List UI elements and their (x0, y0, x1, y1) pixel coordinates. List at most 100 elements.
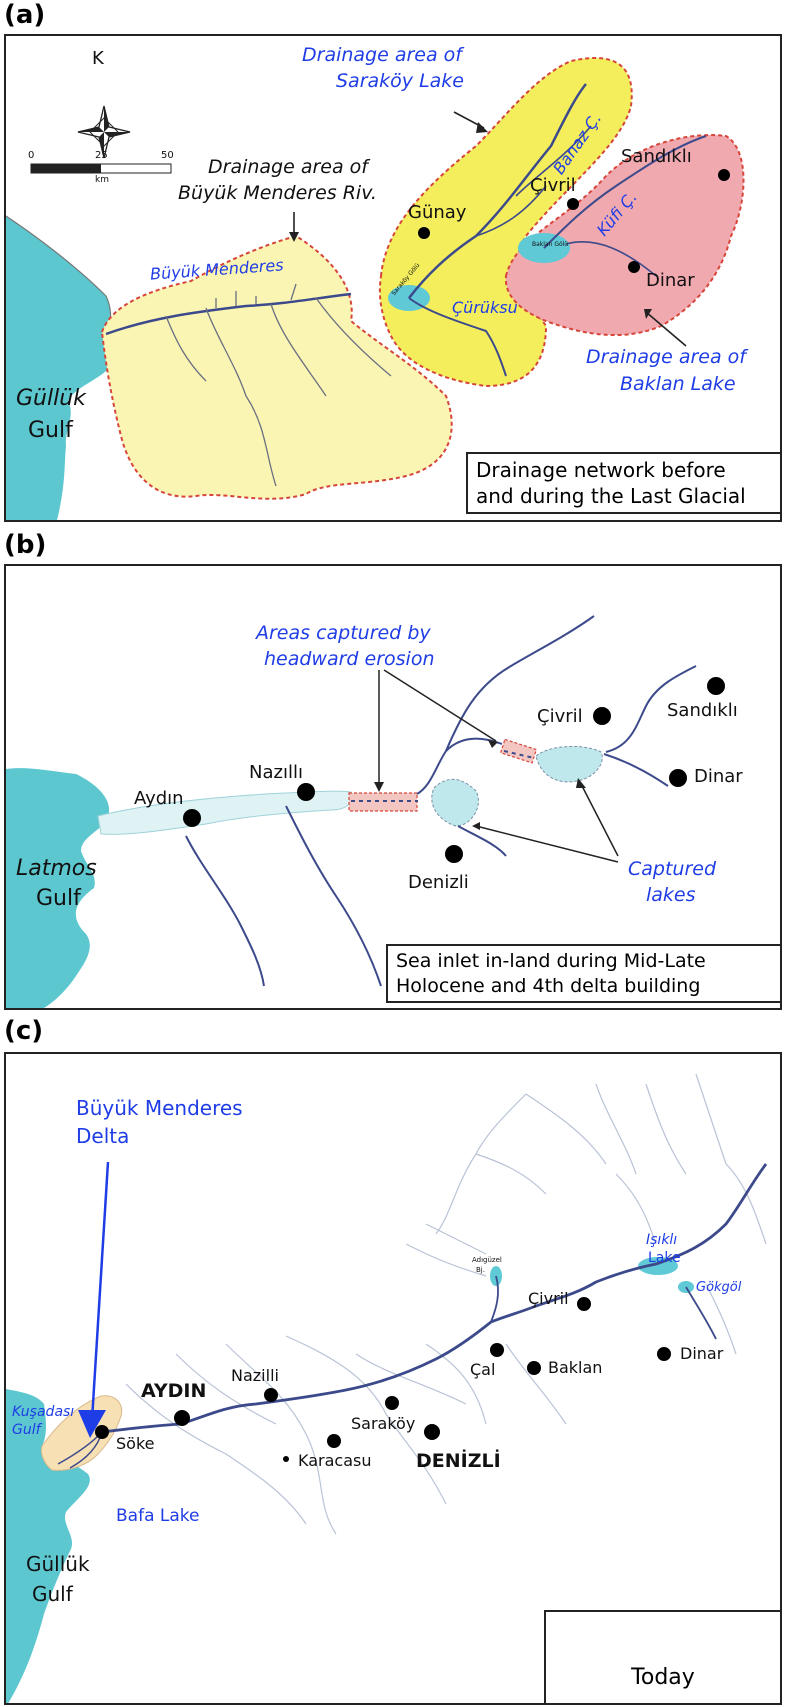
river-adiguzel (490, 1275, 499, 1323)
kufi-river (543, 135, 707, 249)
civril-dot (577, 1297, 591, 1311)
baklan-drainage-area (504, 134, 745, 337)
soke-dot (95, 1425, 109, 1439)
water-isikli-line2: Lake (648, 1250, 681, 1266)
place-sarakoy: Saraköy (351, 1414, 416, 1433)
sandikli-dot (718, 169, 730, 181)
sea-label-line2: Gulf (32, 1582, 73, 1606)
place-cal: Çal (470, 1360, 496, 1379)
caption-line2: Holocene and 4th delta building (396, 974, 701, 997)
annotation-sarakoy-area-line1: Drainage area of (302, 44, 462, 66)
arrowhead-2 (488, 740, 498, 748)
caption-line2: and during the Last Glacial (476, 484, 746, 508)
buyuk-menderes-river (105, 292, 352, 336)
place-karacasu: Karacasu (298, 1451, 372, 1470)
place-civril: Çivril (530, 175, 576, 196)
compass-letter: K (92, 48, 104, 69)
water-kusadasi-line2: Gulf (12, 1422, 41, 1438)
water-kusadasi-line1: Kuşadası (12, 1404, 75, 1420)
minor-rivers (125, 1073, 767, 1535)
banaz-branches (475, 125, 592, 237)
panel-c-caption: Today (544, 1610, 780, 1703)
place-civril: Çivril (537, 706, 583, 727)
river-east (603, 753, 669, 787)
arrowhead-4 (472, 822, 480, 830)
panel-b-label: (b) (4, 530, 47, 560)
caption-text: Today (631, 1665, 695, 1691)
captured-lake-denizli (431, 778, 479, 827)
place-nazilli: Nazilli (231, 1366, 279, 1385)
river-north (445, 615, 595, 752)
karacasu-dot (327, 1434, 341, 1448)
arrowhead-sarakoy (476, 122, 488, 133)
denizli-dot (424, 1424, 440, 1440)
panel-a-label: (a) (4, 0, 46, 30)
dinar-dot (657, 1347, 671, 1361)
sandikli-dot (707, 677, 725, 695)
water-gokgol: Gökgöl (696, 1280, 742, 1295)
inlet-axis (351, 750, 535, 802)
arrow-baklan-area (645, 311, 687, 347)
cal-dot (490, 1343, 504, 1357)
nazilli-dot (297, 783, 315, 801)
sea-shape (6, 768, 110, 1008)
water-isikli-line1: Işıklı (646, 1232, 678, 1248)
tributaries (165, 283, 392, 487)
annotation-captured-lakes-line1: Captured (628, 858, 717, 880)
annotation-buyuk-area-line2: Büyük Menderes Riv. (178, 182, 377, 204)
civril-dot (567, 198, 579, 210)
civril-dot (593, 707, 611, 725)
delta-arrowhead (78, 1410, 106, 1438)
panel-c-map: Büyük Menderes Delta Söke AYDIN Nazilli … (4, 1052, 782, 1705)
place-baklan: Baklan (548, 1358, 603, 1377)
place-civril: Çivril (528, 1289, 569, 1308)
sea-label-line1: Güllük (26, 1552, 90, 1576)
annotation-captured-lakes-line2: lakes (646, 884, 696, 906)
annotation-baklan-area-line1: Drainage area of (586, 346, 746, 368)
place-sandikli: Sandıklı (621, 146, 692, 167)
arrow-lakes-1 (579, 781, 619, 857)
small-town-dot (283, 1456, 289, 1462)
panel-a-caption: Drainage network before and during the L… (466, 452, 780, 514)
nazilli-dot (264, 1388, 278, 1402)
sarakoy-dot (385, 1396, 399, 1410)
place-aydin: Aydın (134, 788, 184, 809)
sea-label-line2: Gulf (36, 886, 81, 911)
place-dinar: Dinar (646, 270, 695, 291)
arrowhead-buyuk (289, 232, 299, 242)
scale-unit: km (95, 175, 109, 185)
arrow-captured-2 (383, 669, 497, 742)
main-river (101, 1163, 768, 1434)
dinar-dot (628, 261, 640, 273)
place-gunay: Günay (408, 202, 467, 223)
baklan-outflow (565, 241, 657, 277)
sea-label-line2: Gulf (28, 418, 73, 443)
scale-tick-0: 0 (28, 150, 35, 161)
sea-label-line1: Latmos (16, 856, 97, 881)
place-soke: Söke (116, 1434, 155, 1453)
caption-line1: Sea inlet in-land during Mid-Late (396, 950, 706, 972)
banaz-river (408, 83, 587, 299)
panel-c-label: (c) (4, 1016, 44, 1046)
delta-label-line2: Delta (76, 1124, 130, 1148)
gunay-dot (418, 227, 430, 239)
denizli-dot (445, 845, 463, 863)
arrowhead-1 (374, 782, 384, 792)
baklan-dot (527, 1361, 541, 1375)
panel-b-map: Areas captured by headward erosion Captu… (4, 564, 782, 1010)
scale-tick-25: 25 (95, 150, 108, 161)
delta-arrow (90, 1161, 110, 1421)
scale-tick-50: 50 (161, 150, 174, 161)
arrowhead-3 (576, 778, 586, 788)
arrowhead-baklan (644, 309, 652, 319)
annotation-buyuk-area-line1: Drainage area of (208, 156, 368, 178)
curuksu-river (408, 297, 507, 377)
river-gokgol (685, 1286, 717, 1340)
delta-label-line1: Büyük Menderes (76, 1096, 243, 1120)
water-bafa: Bafa Lake (116, 1506, 200, 1526)
panel-b-map-graphic (6, 615, 725, 1008)
place-aydin: AYDIN (141, 1380, 207, 1402)
river-denizli (457, 825, 507, 857)
compass-rose (77, 105, 131, 159)
captured-lake-civril (535, 745, 603, 783)
